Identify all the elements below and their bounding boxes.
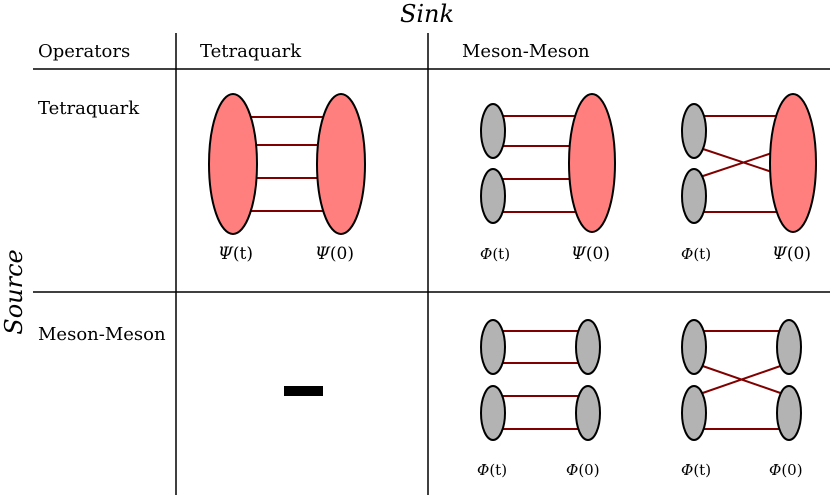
- label-phi-t: Φ(t): [480, 245, 510, 263]
- label-phi-t: Φ(t): [681, 245, 711, 263]
- source-axis-title: Source: [0, 249, 28, 334]
- tetraquark-blob: [316, 93, 366, 235]
- label-psi-0: Ψ(0): [571, 244, 610, 264]
- diagram-meson-meson-direct: Φ(t) Φ(0): [477, 319, 601, 479]
- meson-blob: [480, 319, 506, 375]
- label-psi-0: Ψ(0): [772, 244, 811, 264]
- meson-blob: [575, 385, 601, 441]
- diagram-tetraquark-tetraquark: Ψ(t) Ψ(0): [208, 93, 366, 264]
- tetraquark-blob: [208, 93, 258, 235]
- label-psi-0: Ψ(0): [315, 244, 354, 264]
- diagram-tetraquark-meson-direct: Φ(t) Ψ(0): [480, 93, 616, 264]
- meson-blob: [776, 385, 802, 441]
- label-phi-0: Φ(0): [566, 461, 600, 479]
- quark-line: [693, 362, 790, 397]
- label-phi-t: Φ(t): [681, 461, 711, 479]
- meson-blob: [575, 319, 601, 375]
- sink-axis-title: Sink: [400, 0, 454, 28]
- tetraquark-blob: [568, 93, 616, 233]
- label-phi-0: Φ(0): [769, 461, 803, 479]
- meson-blob: [681, 385, 707, 441]
- header-tetraquark: Tetraquark: [200, 41, 302, 62]
- meson-blob: [681, 168, 707, 224]
- label-phi-t: Φ(t): [477, 461, 507, 479]
- meson-blob: [681, 319, 707, 375]
- empty-cell-dash: [284, 386, 323, 396]
- meson-blob: [480, 103, 506, 159]
- row-label-tetraquark: Tetraquark: [38, 98, 140, 119]
- row-label-meson-meson: Meson-Meson: [38, 324, 166, 345]
- meson-blob: [681, 103, 707, 159]
- diagram-tetraquark-meson-crossed: Φ(t) Ψ(0): [681, 93, 817, 264]
- meson-blob: [480, 385, 506, 441]
- label-psi-t: Ψ(t): [218, 244, 253, 264]
- meson-blob: [776, 319, 802, 375]
- header-operators: Operators: [38, 41, 130, 62]
- diagram-meson-meson-crossed: Φ(t) Φ(0): [681, 319, 803, 479]
- header-meson-meson: Meson-Meson: [462, 41, 590, 62]
- meson-blob: [480, 168, 506, 224]
- tetraquark-blob: [769, 93, 817, 233]
